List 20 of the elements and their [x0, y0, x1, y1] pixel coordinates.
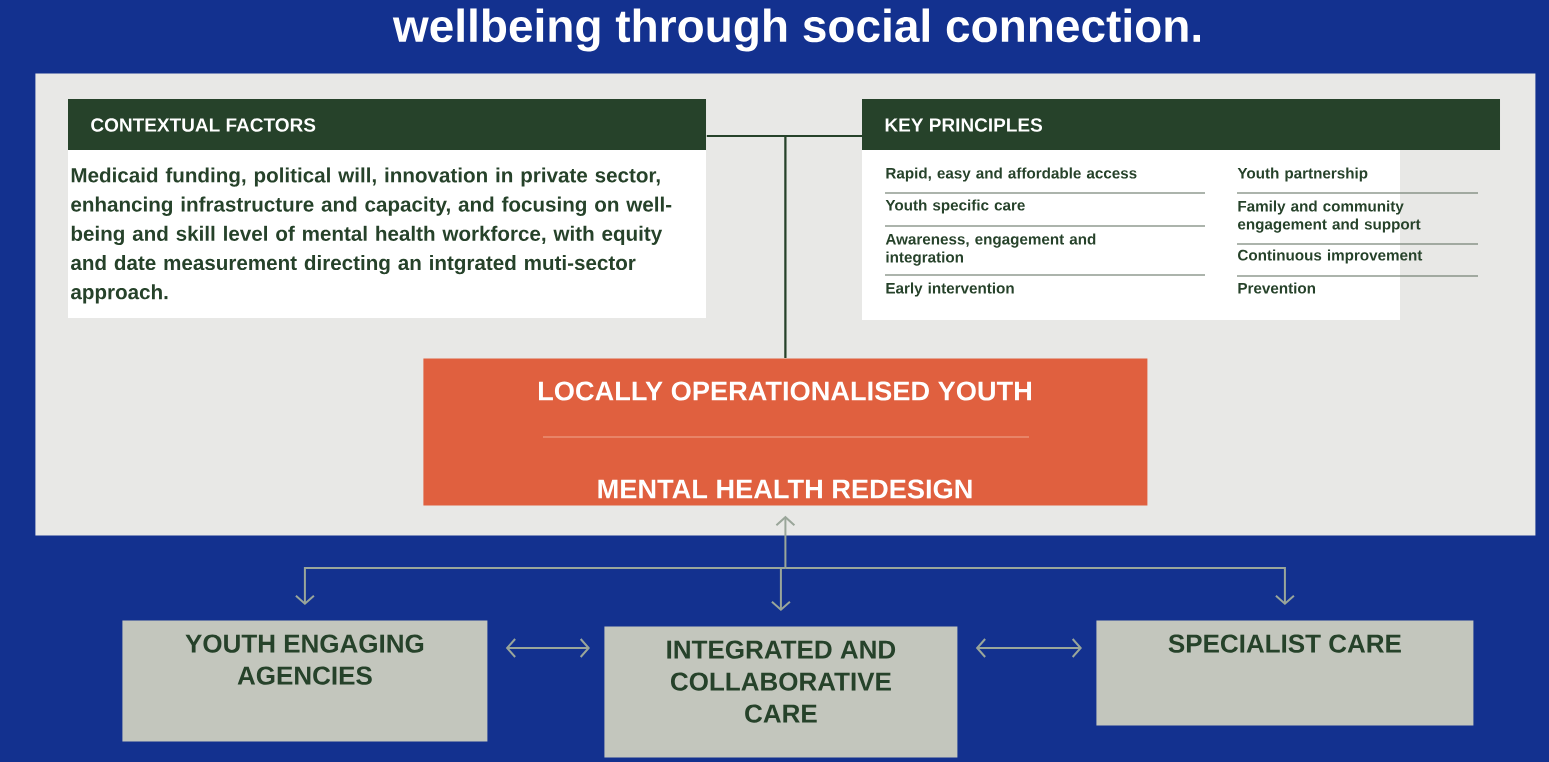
list-item: Prevention [1238, 282, 1315, 294]
list-item: Family and community engagement and support [1238, 200, 1421, 233]
arrow [294, 515, 1295, 611]
heading-bar: KEY PRINCIPLES [862, 99, 1500, 150]
arrow [505, 638, 590, 658]
list-item: Rapid, easy and affordable access [886, 167, 1137, 182]
list-item: Awareness, engagement and integration [885, 233, 1096, 266]
text-card: Medicaid funding, political will, innovation in private sector, enhancing infrastructure and capacity, and focusing on well-being and skill level of mental health workforce, with equity and date measurement directing an intgrated muti-sector approach. [68, 150, 706, 318]
category-box: YOUTH ENGAGING AGENCIES [122, 620, 488, 742]
connector-line [784, 135, 863, 359]
list-item: Youth partnership [1237, 167, 1368, 182]
process-box: LOCALLY OPERATIONALISED YOUTH MENTAL HEALTH REDESIGN [423, 358, 1148, 506]
arrow [975, 638, 1082, 658]
heading-bar: CONTEXTUAL FACTORS [68, 99, 706, 150]
list-item: Continuous improvement [1238, 249, 1423, 264]
title: wellbeing through social connection. [392, 8, 1200, 52]
list-item: Early intervention [886, 282, 1014, 297]
category-box: SPECIALIST CARE [1096, 620, 1474, 726]
list-item: Youth specific care [885, 199, 1025, 214]
category-box: INTEGRATED AND COLLABORATIVE CARE [604, 626, 958, 758]
